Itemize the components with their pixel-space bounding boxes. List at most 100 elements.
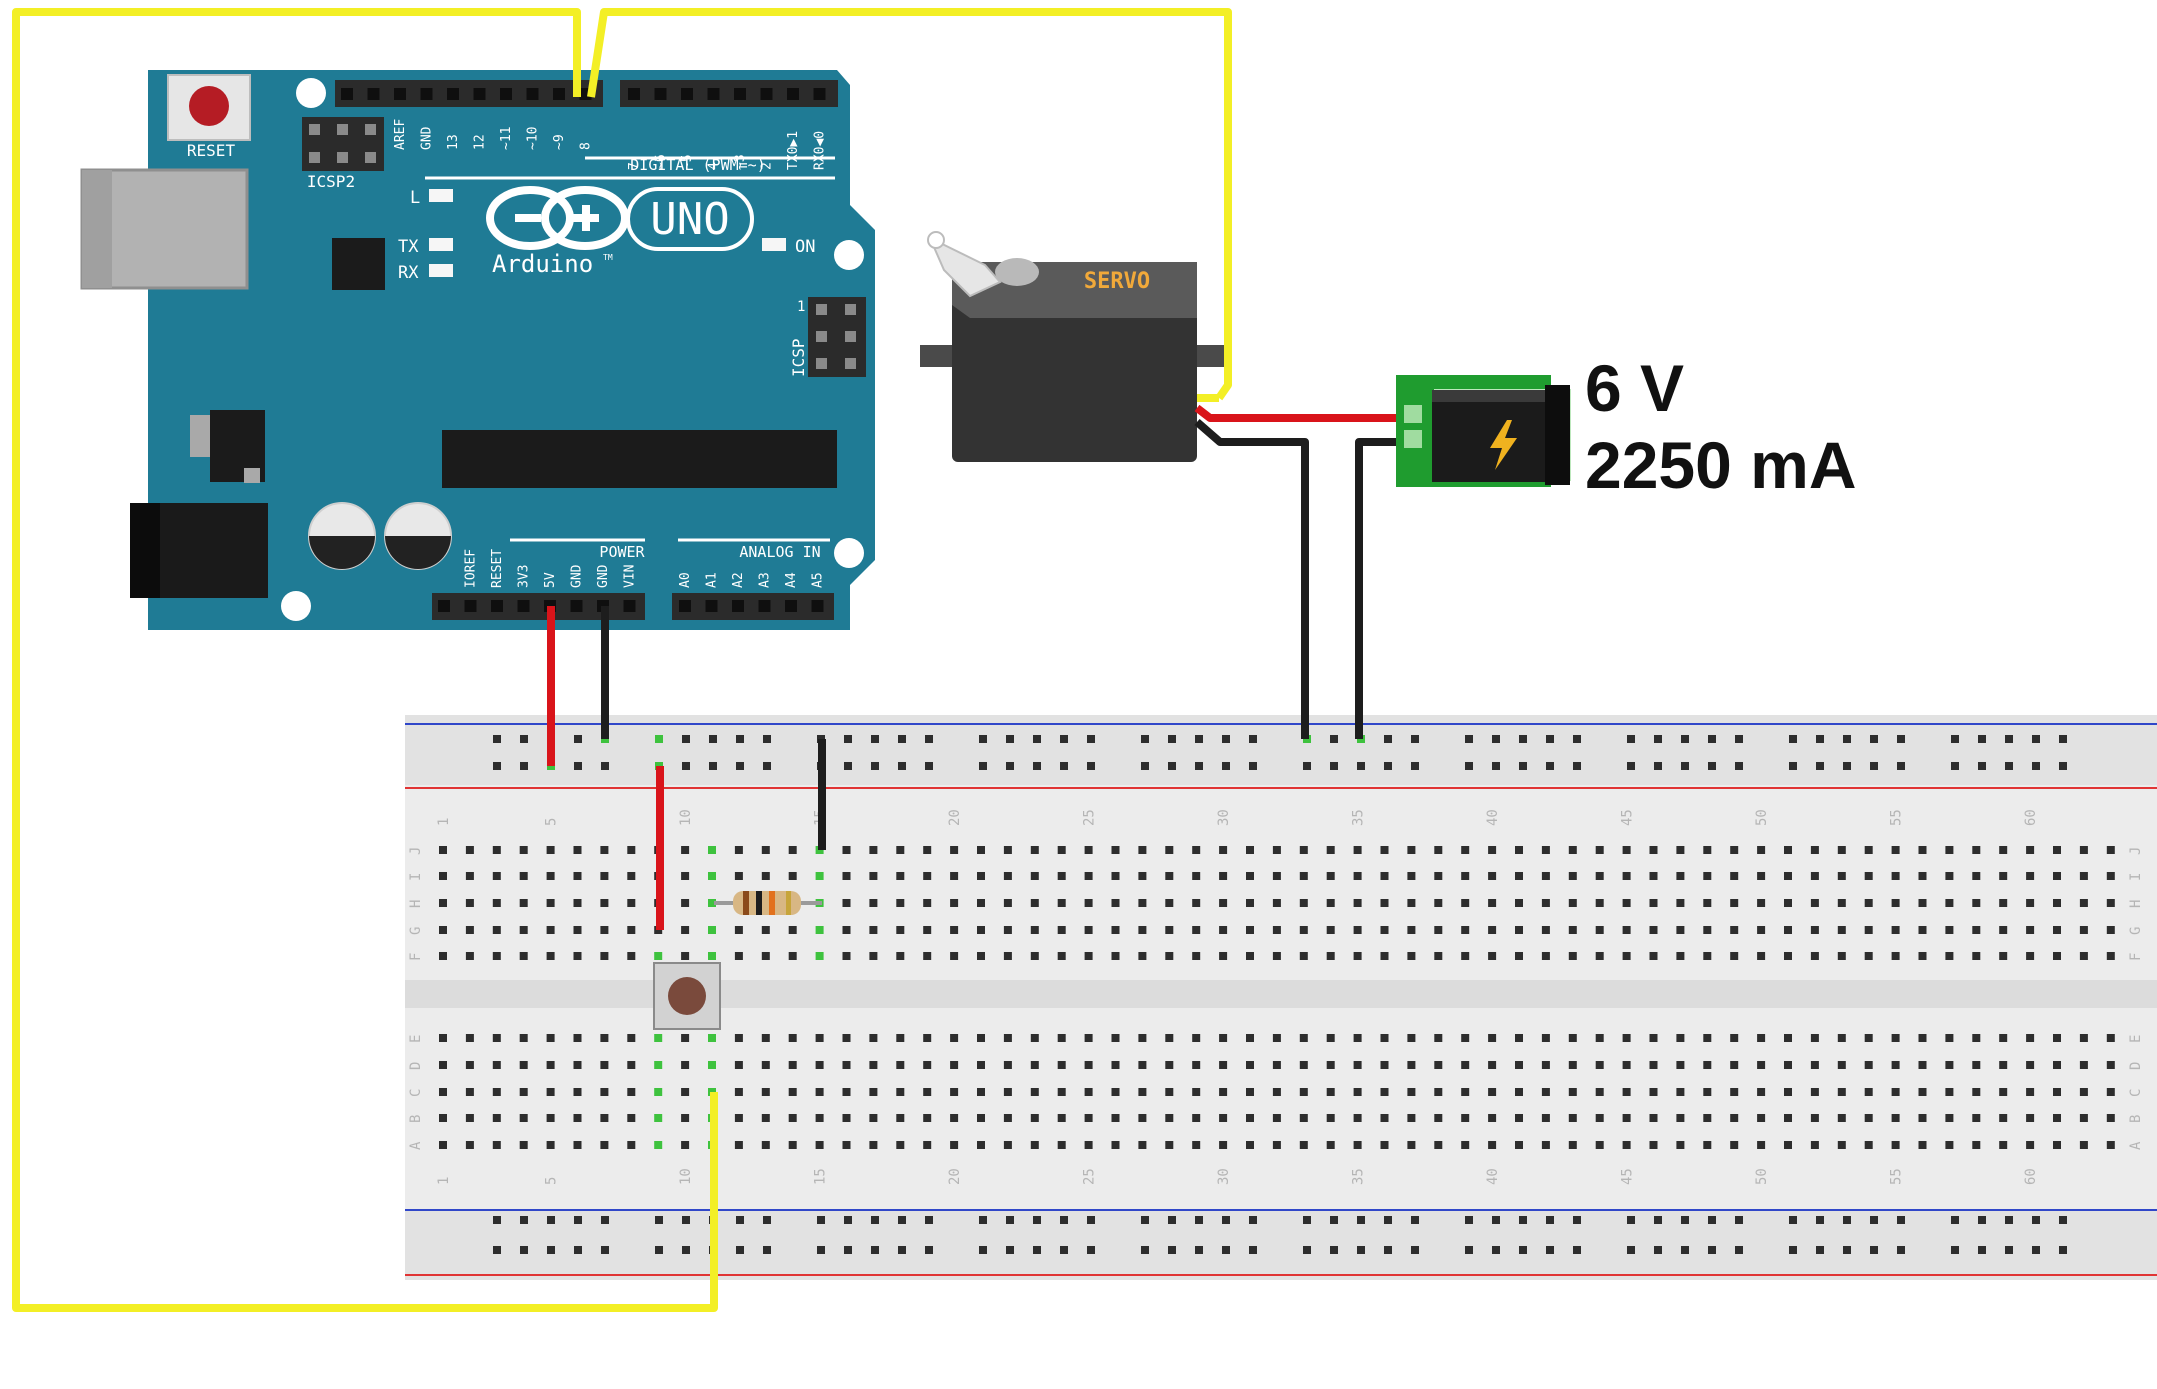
breadboard-hole xyxy=(1757,1114,1766,1122)
breadboard-hole xyxy=(1945,1114,1954,1122)
power-rail-hole xyxy=(925,1216,933,1224)
breadboard-hole xyxy=(1299,1061,1308,1069)
power-rail-hole xyxy=(547,1246,555,1254)
breadboard-hole xyxy=(600,1088,609,1096)
breadboard-hole xyxy=(1649,1114,1658,1122)
header-pin-hole xyxy=(705,600,718,612)
power-rail-hole xyxy=(1492,1246,1500,1254)
breadboard-hole xyxy=(573,1088,582,1096)
header-pin-hole xyxy=(758,600,771,612)
breadboard-hole xyxy=(681,1141,690,1149)
breadboard-hole xyxy=(977,846,985,854)
power-rail-hole xyxy=(601,1216,609,1224)
breadboard-hole xyxy=(896,1141,905,1149)
breadboard-hole xyxy=(1515,1114,1523,1122)
breadboard-hole xyxy=(869,1141,878,1149)
breadboard-hole xyxy=(519,899,528,907)
breadboard-hole xyxy=(1192,872,1201,880)
breadboard-hole xyxy=(1864,1114,1873,1122)
breadboard-hole xyxy=(1918,1034,1927,1042)
breadboard-hole xyxy=(1299,1034,1308,1042)
breadboard-hole xyxy=(1568,872,1577,880)
wire-black-servo-to-rail xyxy=(1194,418,1309,739)
breadboard-hole xyxy=(1165,1034,1174,1042)
breadboard-hole xyxy=(439,1061,447,1069)
breadboard-hole xyxy=(627,1088,636,1096)
power-pin-label: GND xyxy=(570,564,585,588)
breadboard-hole xyxy=(627,952,636,960)
breadboard-hole xyxy=(1568,1088,1577,1096)
breadboard-hole xyxy=(1622,1088,1631,1096)
breadboard-hole xyxy=(1918,872,1927,880)
header-pin-hole xyxy=(447,88,459,100)
breadboard-hole xyxy=(1165,1088,1174,1096)
breadboard-hole xyxy=(1353,1088,1362,1096)
power-header xyxy=(432,593,645,620)
row-letter: E xyxy=(2128,1035,2144,1043)
power-pin-label: IOREF xyxy=(464,549,479,588)
breadboard-hole xyxy=(788,1088,797,1096)
row-letter: H xyxy=(408,900,424,908)
breadboard-hole xyxy=(977,1141,985,1149)
breadboard-hole xyxy=(654,1034,663,1042)
digital-pin-label: AREF xyxy=(393,119,408,150)
breadboard-hole xyxy=(1999,1141,2008,1149)
breadboard-holes xyxy=(439,735,2115,1254)
power-rail-hole xyxy=(1411,762,1419,770)
breadboard-hole xyxy=(2106,926,2115,934)
breadboard-hole xyxy=(1434,1061,1443,1069)
breadboard-hole xyxy=(1622,1061,1631,1069)
breadboard-hole xyxy=(977,872,985,880)
breadboard-hole xyxy=(708,846,716,854)
breadboard-hole xyxy=(1003,1141,1012,1149)
column-number: 35 xyxy=(1351,809,1367,826)
breadboard-hole xyxy=(950,926,959,934)
breadboard-hole xyxy=(1461,899,1470,907)
row-letter: A xyxy=(408,1141,424,1150)
breadboard-hole xyxy=(1703,1034,1712,1042)
barrel-jack-front xyxy=(1545,385,1570,485)
power-rail-hole xyxy=(925,762,933,770)
reset-button-cap[interactable] xyxy=(189,86,229,126)
breadboard-hole xyxy=(896,926,905,934)
pushbutton-cap[interactable] xyxy=(668,977,706,1015)
pushbutton[interactable] xyxy=(653,962,721,1030)
breadboard-hole xyxy=(1003,846,1012,854)
breadboard-hole xyxy=(1999,846,2008,854)
breadboard-hole xyxy=(546,1141,555,1149)
breadboard-hole xyxy=(1326,1034,1335,1042)
power-rail-hole xyxy=(1033,1216,1041,1224)
breadboard-hole xyxy=(842,1114,851,1122)
power-rail-hole xyxy=(1843,762,1851,770)
power-rail-hole xyxy=(1573,1216,1581,1224)
column-number: 45 xyxy=(1620,809,1636,826)
breadboard-hole xyxy=(1003,899,1012,907)
breadboard-hole xyxy=(519,872,528,880)
breadboard-hole xyxy=(1299,899,1308,907)
breadboard-hole xyxy=(1057,1141,1066,1149)
breadboard-hole xyxy=(1757,872,1766,880)
breadboard-hole xyxy=(1272,872,1281,880)
breadboard-hole xyxy=(1380,1061,1389,1069)
power-rail-hole xyxy=(898,1216,906,1224)
breadboard-hole xyxy=(1784,846,1792,854)
power-rail-hole xyxy=(1681,1216,1689,1224)
breadboard-hole xyxy=(1219,1088,1228,1096)
column-number: 10 xyxy=(678,809,694,826)
breadboard-hole xyxy=(869,1088,878,1096)
barrel-jack-top xyxy=(1432,390,1570,402)
power-rail-hole xyxy=(979,735,987,743)
breadboard-hole xyxy=(1030,952,1039,960)
breadboard-hole xyxy=(1810,926,1819,934)
digital-pin-label: 13 xyxy=(446,134,461,150)
breadboard-hole xyxy=(465,1034,474,1042)
breadboard-hole xyxy=(2106,1034,2115,1042)
breadboard-hole xyxy=(950,899,959,907)
power-rail-hole xyxy=(2005,1246,2013,1254)
power-rail-hole xyxy=(1330,762,1338,770)
breadboard-hole xyxy=(1649,1088,1658,1096)
breadboard-hole xyxy=(492,1061,501,1069)
breadboard-hole xyxy=(627,1114,636,1122)
breadboard-hole xyxy=(1568,1141,1577,1149)
logo-minus-ring xyxy=(486,186,574,250)
